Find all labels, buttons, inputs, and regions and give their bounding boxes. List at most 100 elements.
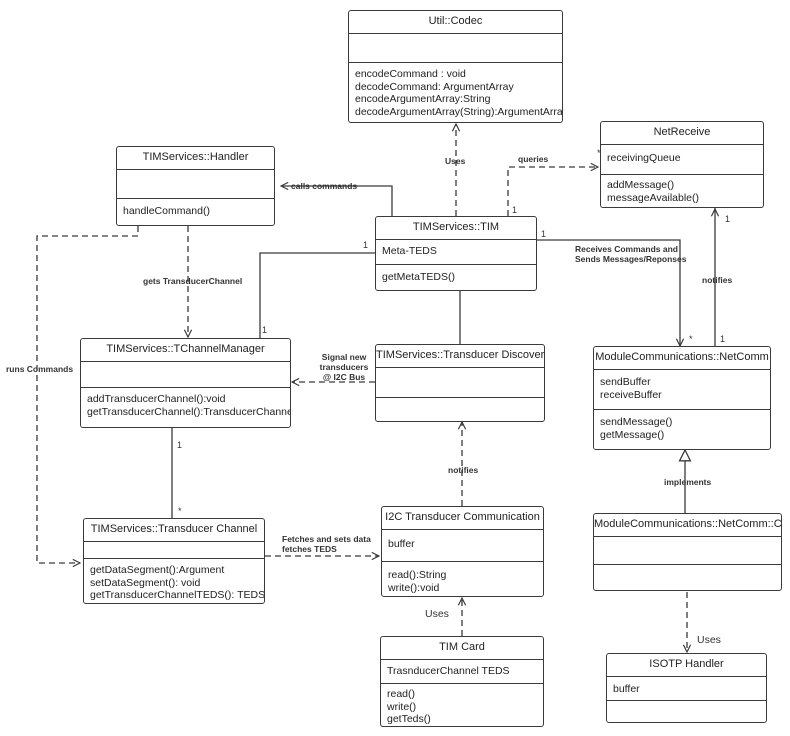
class-timservices-transducer-discovery[interactable]: TIMServices::Transducer Discovery [375, 344, 545, 422]
label-uses-isotp: Uses [697, 634, 721, 646]
operation: handleCommand() [123, 205, 210, 217]
label-receives-commands: Receives Commands and Sends Messages/Rep… [575, 244, 687, 264]
label-signal-new-transducers: Signal new transducers @ I2C Bus [318, 352, 370, 382]
label-notifies-netreceive: notifies [702, 275, 733, 285]
class-timservices-transducer-channel[interactable]: TIMServices::Transducer Channel getDataS… [83, 518, 265, 604]
class-modulecommunications-netcomm-can[interactable]: ModuleCommunications::NetComm::Can [593, 513, 782, 591]
mult-tim-netcomm: 1 [541, 229, 547, 239]
class-isotp-handler[interactable]: ISOTP Handler buffer [606, 653, 767, 723]
class-title: ModuleCommunications::NetComm::Can [594, 514, 781, 537]
mult-channel-tcm: * [178, 506, 182, 516]
attribute: buffer [388, 538, 415, 550]
operation: sendMessage() [600, 416, 673, 428]
class-title: ModuleCommunications::NetComm [594, 347, 770, 370]
operation: addTransducerChannel():void [87, 393, 226, 405]
class-netreceive[interactable]: NetReceive receivingQueue addMessage() m… [600, 121, 764, 208]
mult-tim-tcm: 1 [363, 240, 369, 250]
mult-queries-target: * [597, 148, 601, 158]
operation: getDataSegment():Argument [90, 564, 225, 576]
class-attributes: sendBuffer receiveBuffer [594, 370, 770, 410]
class-operations [376, 398, 544, 406]
attribute: buffer [613, 683, 640, 695]
tim-queries-netreceive-connector [507, 167, 598, 216]
class-title: Util::Codec [349, 11, 562, 34]
attribute: receivingQueue [607, 152, 681, 164]
mult-netcomm-tim: * [689, 334, 693, 344]
class-timservices-tim[interactable]: TIMServices::TIM Meta-TEDS getMetaTEDS() [375, 216, 537, 291]
class-attributes: buffer [382, 530, 543, 562]
operation: encodeArgumentArray:String [355, 93, 491, 105]
tim-calls-handler-connector [281, 186, 393, 216]
handler-runs-commands-connector [36, 226, 139, 563]
operation: getTransducerChannel():TransducerChannel [87, 405, 291, 418]
class-operations: read():String write():void [382, 562, 543, 596]
mult-netreceive-end: 1 [725, 214, 731, 224]
class-attributes: Meta-TEDS [376, 240, 536, 265]
class-attributes: buffer [607, 677, 766, 701]
class-util-codec[interactable]: Util::Codec encodeCommand : void decodeC… [348, 10, 563, 123]
label-fetches-sets-data: Fetches and sets data fetches TEDS [282, 534, 371, 554]
operation: getTransducerChannelTEDS(): TEDS [90, 589, 265, 601]
operation: read():String [388, 569, 447, 581]
operation: write() [387, 700, 417, 713]
label-line: fetches TEDS [282, 544, 337, 554]
label-runs-commands: runs Commands [6, 364, 74, 374]
operation: decodeArgumentArray(String):ArgumentArra… [355, 105, 563, 118]
class-title: I2C Transducer Communication [382, 507, 543, 530]
label-uses-timcard: Uses [425, 608, 449, 620]
operation: getTeds() [387, 713, 431, 725]
class-operations: sendMessage() getMessage() [594, 410, 770, 445]
class-modulecommunications-netcomm[interactable]: ModuleCommunications::NetComm sendBuffer… [593, 346, 771, 450]
class-title: TIMServices::Transducer Channel [84, 519, 264, 542]
class-title: NetReceive [601, 122, 763, 145]
class-operations: addTransducerChannel():void getTransduce… [81, 388, 290, 422]
tim-tchannelmanager-connector [259, 252, 375, 338]
class-title: TIMServices::Handler [117, 147, 274, 170]
tim-netcomm-connector [537, 239, 680, 346]
class-i2c-transducer-communication[interactable]: I2C Transducer Communication buffer read… [381, 506, 544, 597]
class-tim-card[interactable]: TIM Card TrasnducerChannel TEDS read() w… [380, 636, 544, 727]
attribute: TrasnducerChannel TEDS [387, 665, 510, 677]
class-timservices-tchannelmanager[interactable]: TIMServices::TChannelManager addTransduc… [80, 338, 291, 428]
class-operations: getDataSegment():Argument setDataSegment… [84, 559, 265, 603]
operation: write():void [388, 581, 440, 594]
attribute: receiveBuffer [600, 388, 662, 401]
operation: encodeCommand : void [355, 68, 466, 80]
label-uses-codec: Uses [445, 156, 466, 166]
mult-tcm-tim: 1 [262, 325, 268, 335]
label-queries: queries [518, 154, 549, 164]
label-line: transducers [319, 362, 369, 372]
class-attributes [84, 542, 264, 559]
label-line: Fetches and sets data [282, 534, 371, 544]
label-notifies-discovery: notifies [448, 465, 479, 475]
label-calls-commands: calls commands [291, 181, 358, 191]
class-attributes [594, 537, 781, 565]
operation: decodeCommand: ArgumentArray [355, 80, 514, 93]
class-title: TIM Card [381, 637, 543, 660]
class-title: ISOTP Handler [607, 654, 766, 677]
label-line: Signal new [321, 352, 367, 362]
class-timservices-handler[interactable]: TIMServices::Handler handleCommand() [116, 146, 275, 226]
operation: read() [387, 688, 416, 700]
operation: getMetaTEDS() [382, 271, 455, 283]
class-title: TIMServices::TChannelManager [81, 339, 290, 362]
class-operations: addMessage() messageAvailable() [601, 175, 763, 207]
class-operations [607, 701, 766, 709]
mult-queries-source: 1 [512, 205, 518, 215]
class-operations: encodeCommand : void decodeCommand: Argu… [349, 63, 562, 122]
operation: messageAvailable() [607, 191, 700, 204]
class-attributes [349, 34, 562, 63]
class-attributes: TrasnducerChannel TEDS [381, 660, 543, 684]
class-title: TIMServices::Transducer Discovery [376, 345, 544, 368]
class-operations: handleCommand() [117, 199, 274, 222]
class-attributes: receivingQueue [601, 145, 763, 175]
attribute: Meta-TEDS [382, 245, 437, 257]
class-attributes [81, 362, 290, 388]
label-line: Receives Commands and [575, 244, 678, 254]
class-title: TIMServices::TIM [376, 217, 536, 240]
label-gets-transducer-channel: gets TransducerChannel [143, 276, 243, 286]
class-operations: read() write() getTeds() [381, 684, 543, 726]
class-operations: getMetaTEDS() [376, 265, 536, 288]
label-implements: implements [664, 477, 712, 487]
